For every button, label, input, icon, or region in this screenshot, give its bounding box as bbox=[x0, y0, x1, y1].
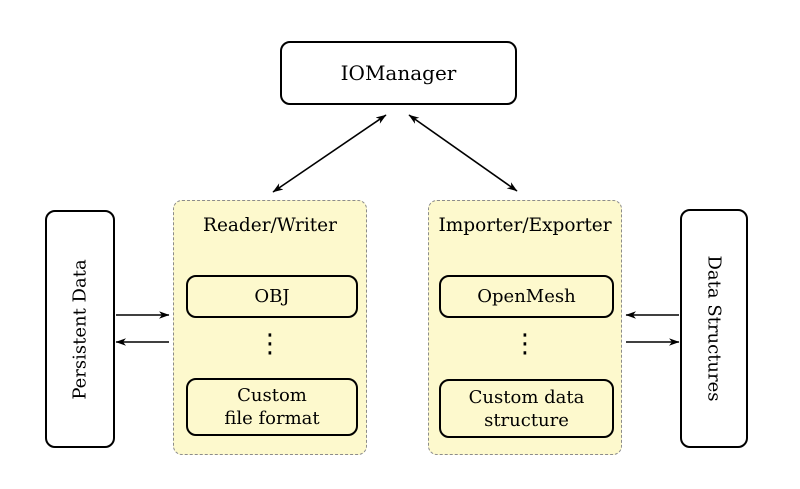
arrow-iomanager-importer-exporter bbox=[408, 114, 518, 192]
arrow-iomanager-reader-writer bbox=[272, 114, 387, 193]
custom-data-structure-node: Custom data structure bbox=[439, 379, 614, 438]
importer-exporter-title: Importer/Exporter bbox=[438, 215, 612, 236]
importer-exporter-group: Importer/Exporter OpenMesh ⋮ Custom data… bbox=[428, 200, 622, 455]
persistent-data-label: Persistent Data bbox=[69, 258, 91, 400]
vertical-ellipsis: ⋮ bbox=[257, 329, 283, 359]
reader-writer-title: Reader/Writer bbox=[203, 215, 337, 236]
data-structures-node: Data Structures bbox=[680, 209, 748, 448]
custom-file-format-label: Custom file format bbox=[224, 385, 320, 429]
vertical-ellipsis: ⋮ bbox=[512, 329, 538, 359]
custom-data-structure-label: Custom data structure bbox=[468, 386, 585, 431]
iomanager-node: IOManager bbox=[280, 41, 517, 105]
openmesh-node: OpenMesh bbox=[439, 275, 614, 318]
obj-label: OBJ bbox=[254, 286, 290, 307]
obj-node: OBJ bbox=[186, 275, 358, 318]
reader-writer-group: Reader/Writer OBJ ⋮ Custom file format bbox=[173, 200, 367, 455]
data-structures-label: Data Structures bbox=[703, 255, 725, 402]
persistent-data-node: Persistent Data bbox=[45, 210, 115, 448]
openmesh-label: OpenMesh bbox=[477, 286, 576, 307]
iomanager-label: IOManager bbox=[340, 61, 457, 85]
custom-file-format-node: Custom file format bbox=[186, 378, 358, 436]
